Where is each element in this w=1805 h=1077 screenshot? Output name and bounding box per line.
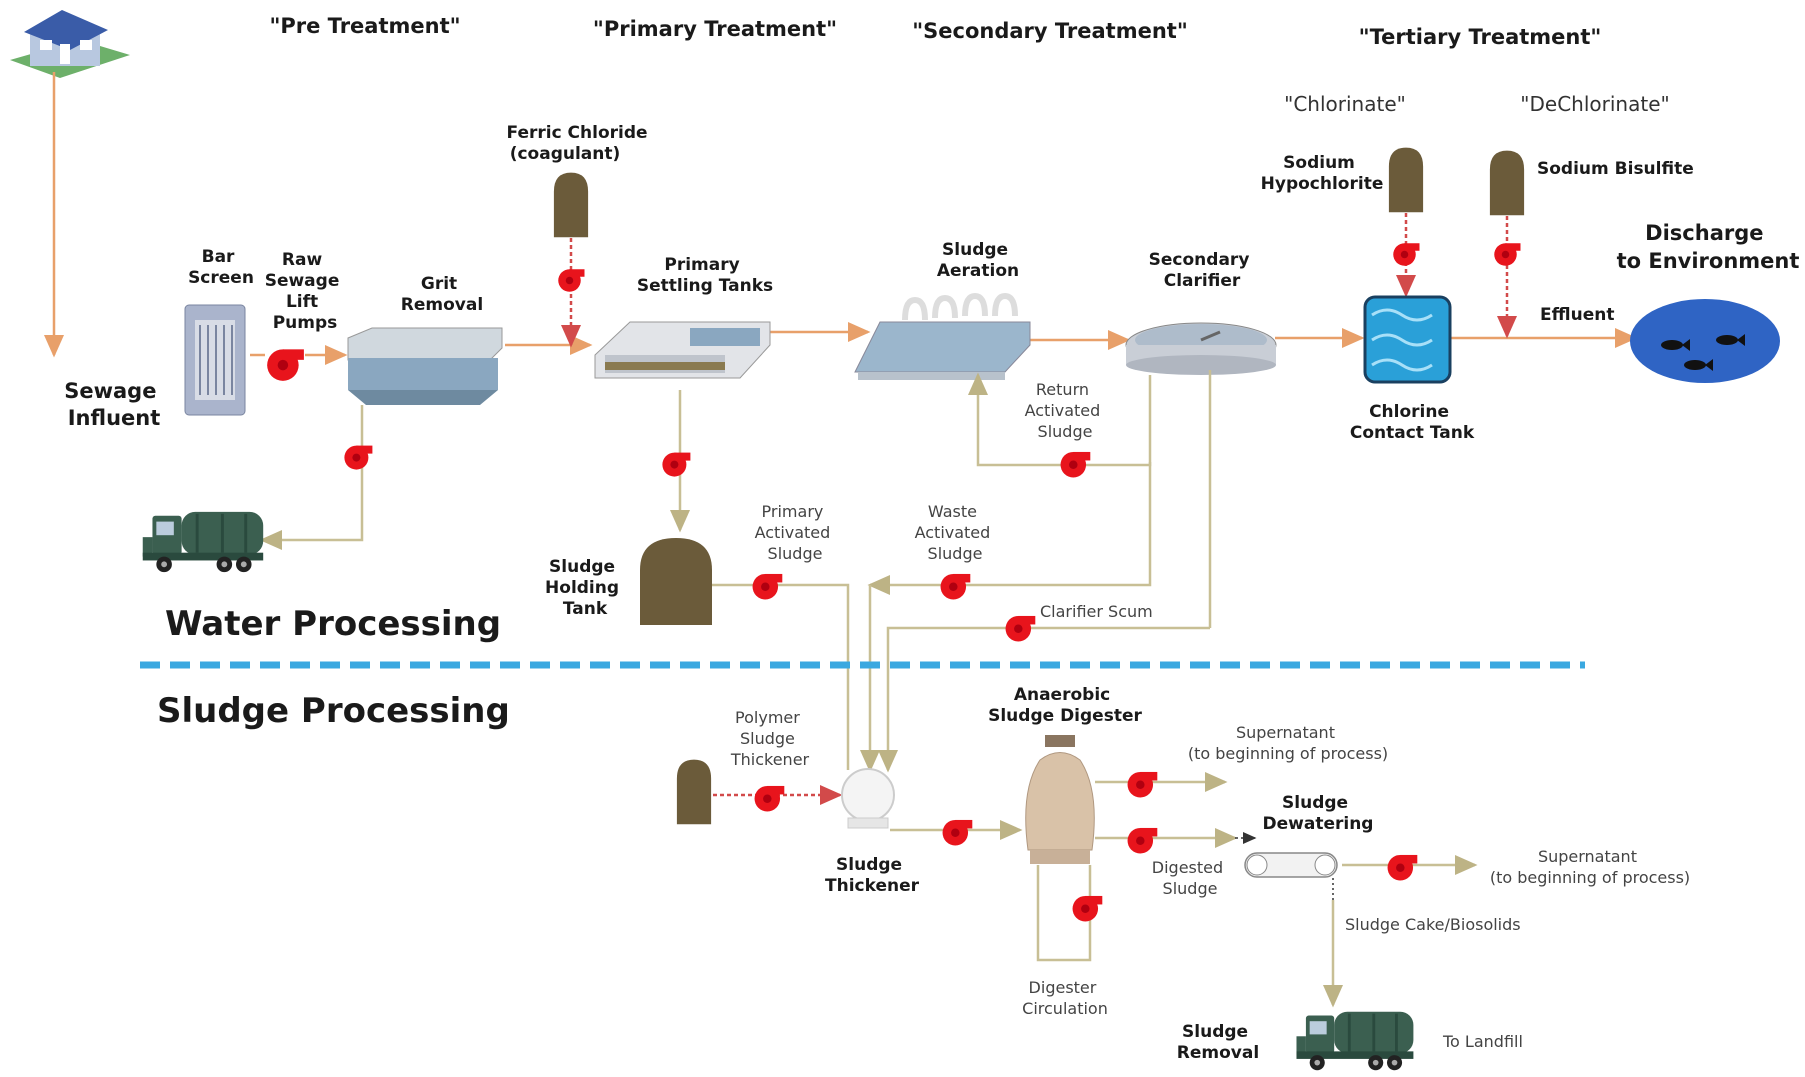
digested-pump-icon bbox=[1127, 827, 1158, 854]
anaerobic-digester bbox=[1025, 735, 1095, 864]
label-primary-tanks: Primary Settling Tanks bbox=[637, 255, 773, 296]
label-thickener: Sludge Thickener bbox=[825, 855, 920, 896]
label-sludge-removal: Sludge Removal bbox=[1177, 1022, 1259, 1063]
sodium-bisulfite-tank bbox=[1489, 150, 1525, 216]
primary-settling-tank bbox=[594, 321, 771, 379]
grit-removal-tank bbox=[347, 327, 503, 405]
label-supernatant-1: Supernatant (to beginning of process) bbox=[1188, 723, 1388, 763]
stage-pre-treatment: "Pre Treatment" bbox=[269, 14, 460, 38]
stage-tertiary-treatment: "Tertiary Treatment" bbox=[1359, 25, 1602, 49]
label-digester-circulation: Digester Circulation bbox=[1022, 978, 1108, 1018]
label-return-sludge: Return Activated Sludge bbox=[1025, 380, 1106, 441]
label-sludge-aeration: Sludge Aeration bbox=[937, 240, 1019, 281]
label-grit-removal: Grit Removal bbox=[401, 274, 483, 315]
stage-secondary-treatment: "Secondary Treatment" bbox=[912, 19, 1188, 43]
supernatant1-pump-icon bbox=[1127, 771, 1158, 798]
waste-activated-pump-icon bbox=[940, 573, 971, 600]
sludge-thickener bbox=[841, 768, 895, 829]
primary-sludge-pump-icon bbox=[662, 452, 691, 477]
section-sludge-processing: Sludge Processing bbox=[157, 691, 510, 731]
ferric-pump-icon bbox=[558, 269, 585, 292]
label-chlorine-tank: Chlorine Contact Tank bbox=[1350, 402, 1475, 443]
label-holding-tank: Sludge Holding Tank bbox=[545, 557, 625, 619]
grit-pump-icon bbox=[344, 445, 373, 470]
bar-screen bbox=[184, 304, 246, 416]
label-to-landfill: To Landfill bbox=[1442, 1032, 1523, 1051]
label-discharge: Discharge to Environment bbox=[1617, 221, 1800, 273]
label-dewatering: Sludge Dewatering bbox=[1263, 793, 1374, 834]
sludge-holding-tank bbox=[640, 538, 712, 625]
waste-activated-line bbox=[867, 465, 1152, 595]
sludge-aeration-basin bbox=[854, 292, 1031, 380]
label-secondary-clarifier: Secondary Clarifier bbox=[1149, 250, 1256, 291]
supernatant2-pump-icon bbox=[1387, 854, 1418, 881]
label-ferric-chloride: Ferric Chloride (coagulant) bbox=[507, 123, 654, 164]
secondary-clarifier bbox=[1125, 322, 1277, 375]
sodium-hypochlorite-tank bbox=[1388, 147, 1424, 213]
grit-to-truck-line bbox=[259, 405, 364, 550]
stage-primary-treatment: "Primary Treatment" bbox=[593, 17, 837, 41]
clarifier-scum-line bbox=[878, 626, 1210, 773]
thickener-pump-icon bbox=[942, 819, 973, 846]
raw-sewage-pump-icon bbox=[267, 349, 304, 381]
return-sludge-pump-icon bbox=[1060, 451, 1091, 478]
section-water-processing: Water Processing bbox=[165, 604, 501, 644]
scum-pump-icon bbox=[1005, 615, 1036, 642]
label-sludge-cake: Sludge Cake/Biosolids bbox=[1345, 915, 1521, 934]
label-supernatant-2: Supernatant (to beginning of process) bbox=[1490, 847, 1690, 887]
grit-truck-icon bbox=[141, 510, 265, 574]
label-digester: Anaerobic Sludge Digester bbox=[988, 685, 1142, 726]
bisulfite-pump-icon bbox=[1494, 243, 1521, 266]
circulation-pump-icon bbox=[1072, 895, 1103, 922]
label-raw-pumps: Raw Sewage Lift Pumps bbox=[265, 250, 346, 333]
hypochlorite-pump-icon bbox=[1393, 243, 1420, 266]
polymer-pump-icon bbox=[754, 785, 785, 812]
polymer-tank bbox=[676, 759, 712, 825]
house-icon bbox=[10, 10, 130, 78]
label-digested-sludge: Digested Sludge bbox=[1152, 858, 1228, 898]
label-sodium-hypochlorite: Sodium Hypochlorite bbox=[1261, 153, 1384, 194]
label-primary-activated: Primary Activated Sludge bbox=[755, 502, 836, 563]
chlorine-contact-tank bbox=[1363, 295, 1452, 384]
label-clarifier-scum: Clarifier Scum bbox=[1040, 602, 1153, 621]
label-sodium-bisulfite: Sodium Bisulfite bbox=[1537, 159, 1694, 179]
chlorinate-step: "Chlorinate" bbox=[1284, 92, 1406, 116]
label-bar-screen: Bar Screen bbox=[188, 247, 254, 288]
label-polymer: Polymer Sludge Thickener bbox=[730, 708, 810, 769]
label-sewage-influent: Sewage Influent bbox=[64, 379, 164, 430]
primary-activated-pump-icon bbox=[752, 573, 783, 600]
ferric-chloride-tank bbox=[553, 172, 589, 238]
sludge-dewatering-belt bbox=[1244, 852, 1338, 878]
label-waste-activated: Waste Activated Sludge bbox=[915, 502, 996, 563]
environment-discharge bbox=[1630, 299, 1780, 383]
removal-truck-icon bbox=[1295, 1010, 1415, 1072]
dechlorinate-step: "DeChlorinate" bbox=[1520, 92, 1669, 116]
label-effluent: Effluent bbox=[1540, 305, 1614, 325]
